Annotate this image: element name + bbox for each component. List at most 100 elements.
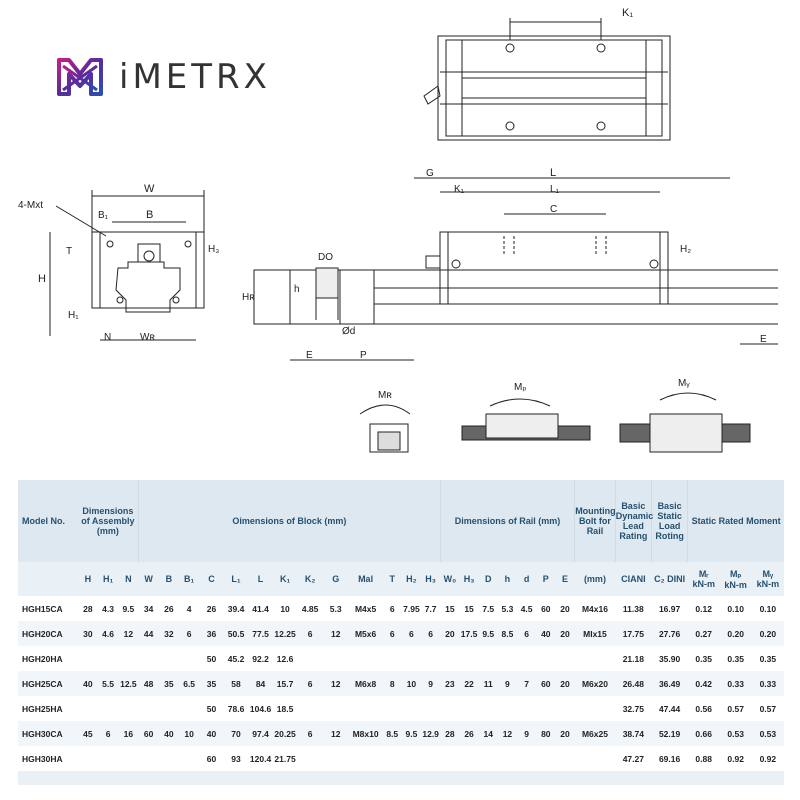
value-cell — [179, 646, 200, 671]
value-cell: 45 — [77, 721, 98, 746]
side-view: G L K₁ L₁ C H₂ DO h Hʀ Ød E P E — [242, 167, 778, 361]
value-cell: M6x8 — [348, 671, 383, 696]
dim-od: Ød — [342, 326, 355, 337]
value-cell — [401, 746, 422, 771]
header-dynamic: Basic Dynamic Lead Rating — [614, 480, 653, 562]
value-cell — [440, 746, 460, 771]
value-cell — [478, 696, 498, 721]
value-cell — [382, 696, 402, 721]
value-cell — [158, 646, 180, 671]
value-cell: 15 — [440, 596, 460, 621]
value-cell: 8.5 — [382, 721, 402, 746]
value-cell: 69.16 — [651, 746, 688, 771]
value-cell: 6 — [517, 621, 537, 646]
subheader-cell: L — [248, 562, 273, 596]
value-cell: 40 — [158, 721, 180, 746]
subheader-cell: (mm) — [574, 562, 616, 596]
value-cell: 0.35 — [751, 646, 784, 671]
front-view: W B₁ B 4-Mxt T H H₃ H₁ N Wʀ — [18, 183, 219, 343]
value-cell: 15.7 — [272, 671, 298, 696]
value-cell: 12 — [322, 671, 349, 696]
value-cell — [497, 646, 518, 671]
subheader-cell: K₂ — [297, 562, 323, 596]
value-cell — [297, 696, 323, 721]
value-cell: 20 — [555, 671, 575, 696]
value-cell — [440, 646, 460, 671]
value-cell — [401, 696, 422, 721]
value-cell: 80 — [536, 721, 556, 746]
dim-g: G — [426, 168, 434, 179]
value-cell — [348, 696, 383, 721]
subheader-cell: T — [382, 562, 402, 596]
dim-e: E — [306, 350, 313, 361]
value-cell — [158, 696, 180, 721]
value-cell — [138, 696, 159, 721]
value-cell: 6 — [382, 596, 402, 621]
subheader-cell: P — [536, 562, 556, 596]
value-cell — [118, 746, 139, 771]
value-cell: 36.49 — [651, 671, 688, 696]
top-view: K₁ — [423, 7, 671, 141]
value-cell — [459, 696, 479, 721]
value-cell — [138, 646, 159, 671]
dim-l1: L₁ — [550, 184, 560, 195]
value-cell: 27.76 — [651, 621, 688, 646]
value-cell: 35.90 — [651, 646, 688, 671]
value-cell: 4.5 — [517, 596, 537, 621]
value-cell: 48 — [138, 671, 159, 696]
header-rail: Dimensions of Rail (mm) — [439, 480, 575, 562]
subheader-cell: d — [517, 562, 537, 596]
value-cell: 6 — [297, 621, 323, 646]
subheader-cell: W₀ — [440, 562, 460, 596]
value-cell: 26 — [459, 721, 479, 746]
value-cell — [574, 646, 616, 671]
dim-h: H — [38, 273, 46, 285]
header-moment: Static Rated Moment — [687, 480, 784, 562]
value-cell: 0.12 — [687, 596, 720, 621]
value-cell: 17.75 — [615, 621, 652, 646]
value-cell: M4x16 — [574, 596, 616, 621]
label-4mxt: 4-Mxt — [18, 200, 43, 211]
value-cell — [574, 746, 616, 771]
value-cell: 77.5 — [248, 621, 273, 646]
model-cell: HGH15CA — [18, 596, 78, 621]
subheader-cell: E — [555, 562, 575, 596]
value-cell — [118, 646, 139, 671]
value-cell: 9 — [517, 721, 537, 746]
value-cell: 23 — [440, 671, 460, 696]
value-cell — [97, 746, 119, 771]
value-cell: 28 — [77, 596, 98, 621]
value-cell: 93 — [223, 746, 249, 771]
value-cell: 30 — [77, 621, 98, 646]
value-cell — [478, 746, 498, 771]
dim-h-small: h — [294, 284, 300, 295]
value-cell: 16 — [118, 721, 139, 746]
value-cell: 28 — [440, 721, 460, 746]
technical-drawing: K₁ W B₁ B 4-Mxt T H H₃ H₁ N Wʀ — [18, 7, 778, 453]
model-cell: HGH30HA — [18, 746, 78, 771]
value-cell: 0.57 — [719, 696, 752, 721]
model-cell: HGH20HA — [18, 646, 78, 671]
value-cell — [517, 696, 537, 721]
value-cell: 50.5 — [223, 621, 249, 646]
value-cell: 6 — [401, 621, 422, 646]
value-cell: 14 — [478, 721, 498, 746]
value-cell: 0.53 — [719, 721, 752, 746]
value-cell — [421, 746, 441, 771]
dim-do: DO — [318, 252, 333, 263]
value-cell: 12 — [118, 621, 139, 646]
value-cell — [536, 696, 556, 721]
value-cell: 6 — [421, 621, 441, 646]
subheader-cell: CIANI — [615, 562, 652, 596]
value-cell: 9.5 — [401, 721, 422, 746]
value-cell: 0.42 — [687, 671, 720, 696]
value-cell — [297, 746, 323, 771]
subheader-cell: N — [118, 562, 139, 596]
value-cell — [459, 746, 479, 771]
value-cell: 9.5 — [478, 621, 498, 646]
value-cell: M8x10 — [348, 721, 383, 746]
subheader-cell: D — [478, 562, 498, 596]
value-cell — [382, 646, 402, 671]
